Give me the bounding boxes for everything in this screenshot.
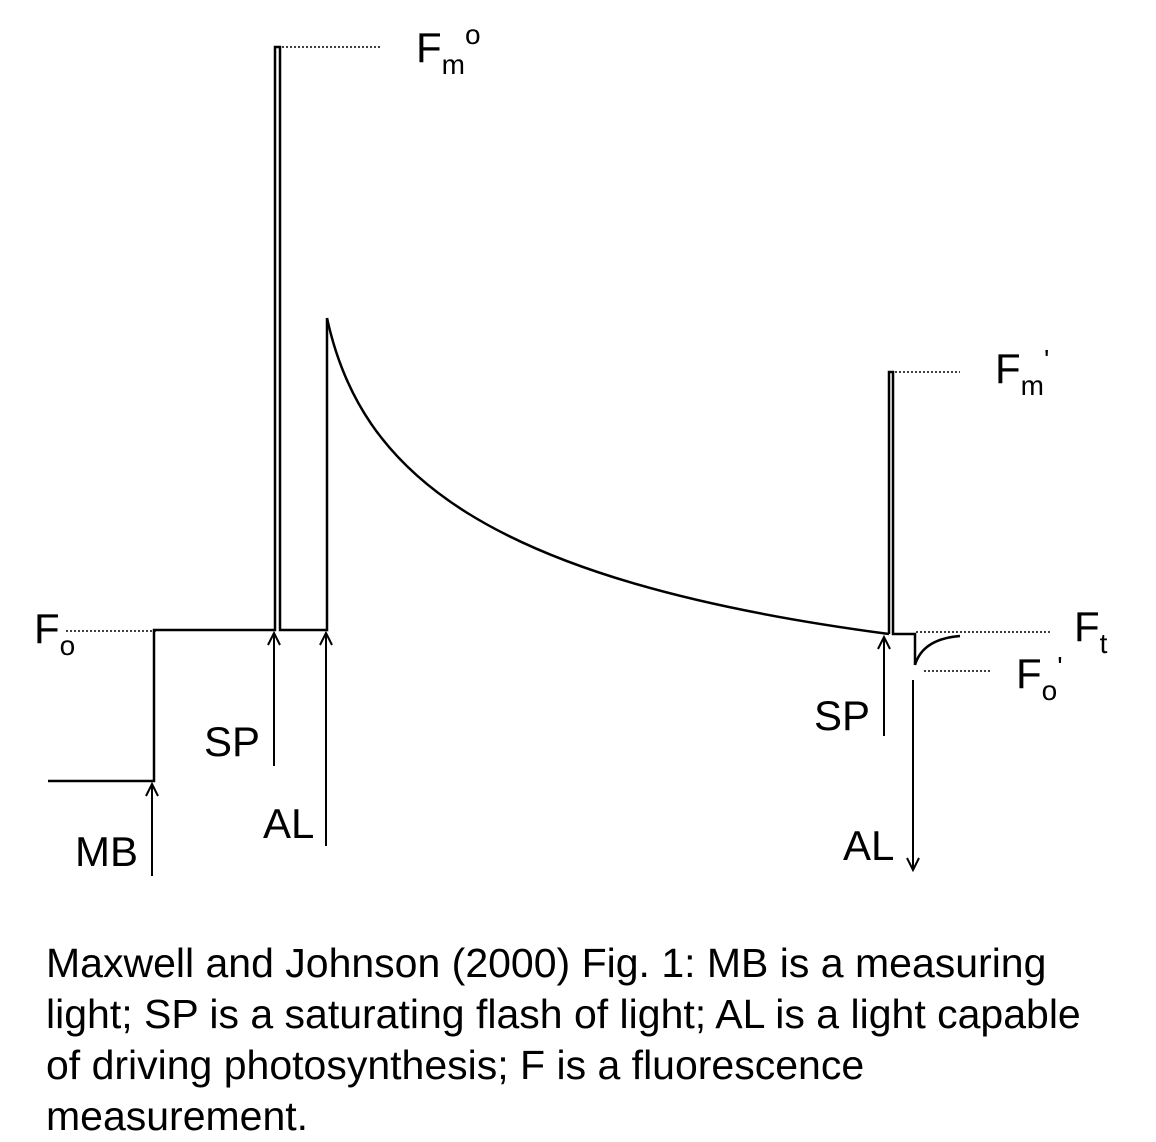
- label-al1: AL: [263, 800, 314, 847]
- baseline-trace: [48, 45, 329, 783]
- sp2-arrow: [877, 634, 891, 736]
- label-sp1: SP: [204, 718, 260, 765]
- fm-prime-pulse: [887, 370, 917, 665]
- label-mb: MB: [75, 828, 138, 875]
- decay-curve: [325, 317, 890, 636]
- figure-caption: Maxwell and Johnson (2000) Fig. 1: MB is…: [46, 940, 1081, 1139]
- sp1-arrow: [267, 630, 281, 766]
- label-fmp: Fm': [995, 344, 1049, 401]
- label-sp2: SP: [814, 692, 870, 739]
- label-ft: Ft: [1074, 603, 1108, 659]
- al1-arrow: [319, 630, 333, 846]
- fluorescence-trace-svg: Fo Fmo Fm' Ft Fo' MB SP AL SP AL: [34, 19, 1108, 876]
- fluorescence-diagram: Fo Fmo Fm' Ft Fo' MB SP AL SP AL: [34, 19, 1108, 876]
- label-fo: Fo: [34, 605, 75, 661]
- label-fmo: Fmo: [416, 19, 481, 80]
- al2-arrow: [906, 680, 920, 873]
- fo-prime-recovery: [913, 634, 961, 666]
- label-fop: Fo': [1016, 650, 1063, 706]
- mb-arrow: [145, 781, 159, 876]
- label-al2: AL: [843, 822, 894, 869]
